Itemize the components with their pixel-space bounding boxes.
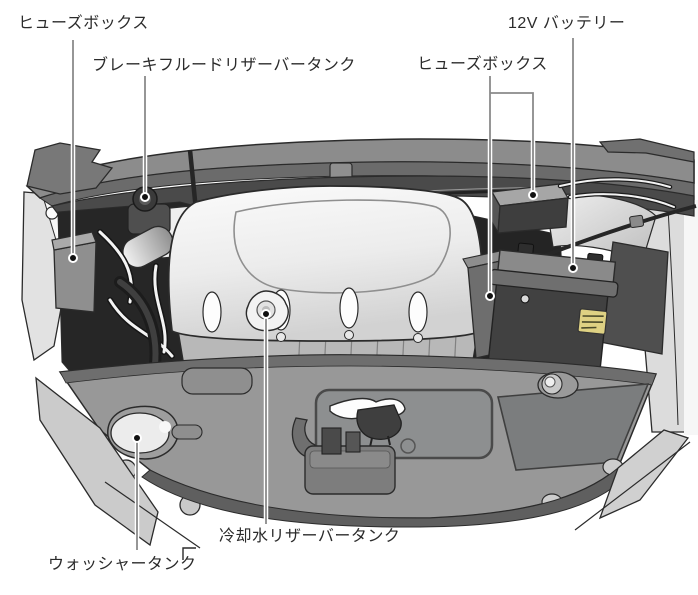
dot-coolant — [261, 309, 271, 319]
recess-hole — [400, 438, 416, 454]
panel-slot — [171, 424, 203, 440]
bumper-corner-left — [35, 376, 159, 547]
panel-raised-rim — [181, 367, 253, 395]
dot-fuse-box-right-lower — [485, 291, 495, 301]
horn — [537, 371, 579, 399]
latch-hook-assembly — [291, 417, 396, 495]
dot-fuse-box-right-upper — [528, 190, 538, 200]
label-fuse-box-right: ヒューズボックス — [417, 56, 548, 73]
dot-battery — [568, 263, 578, 273]
bumper-line-right — [574, 441, 691, 531]
label-coolant-reservoir-tank: 冷却水リザーバータンク — [219, 528, 401, 545]
washer-tank-cap — [107, 405, 179, 460]
right-fender-inner-edge — [667, 207, 679, 426]
label-washer-tank: ウォッシャータンク — [48, 556, 197, 573]
fuse-box-right-front — [497, 197, 569, 234]
air-duct — [599, 241, 669, 355]
hood-right-corner — [598, 138, 695, 163]
bracket-detail — [182, 547, 196, 560]
front-panel-top-step — [59, 354, 657, 386]
label-fuse-box-left: ヒューズボックス — [18, 15, 149, 32]
bumper-line-left — [104, 481, 201, 549]
label-brake-fluid-reservoir-tank: ブレーキフルードリザーバータンク — [92, 57, 356, 74]
right-fender-white-strip — [684, 200, 698, 435]
leader-lines — [72, 38, 574, 550]
battery-12v — [487, 242, 619, 374]
leader-fuse-box-right — [489, 76, 534, 296]
engine-cover — [167, 185, 484, 342]
bumper-corner-right — [598, 429, 690, 520]
dot-brake-fluid — [140, 192, 150, 202]
label-12v-battery: 12V バッテリー — [508, 15, 626, 32]
dot-washer — [132, 433, 142, 443]
cable-clip — [629, 214, 645, 229]
dot-fuse-box-left — [68, 253, 78, 263]
panel-right-recess — [496, 383, 650, 471]
hood-latch — [329, 397, 406, 448]
leader-dots — [68, 190, 578, 443]
engine-cover-seam — [233, 199, 451, 294]
